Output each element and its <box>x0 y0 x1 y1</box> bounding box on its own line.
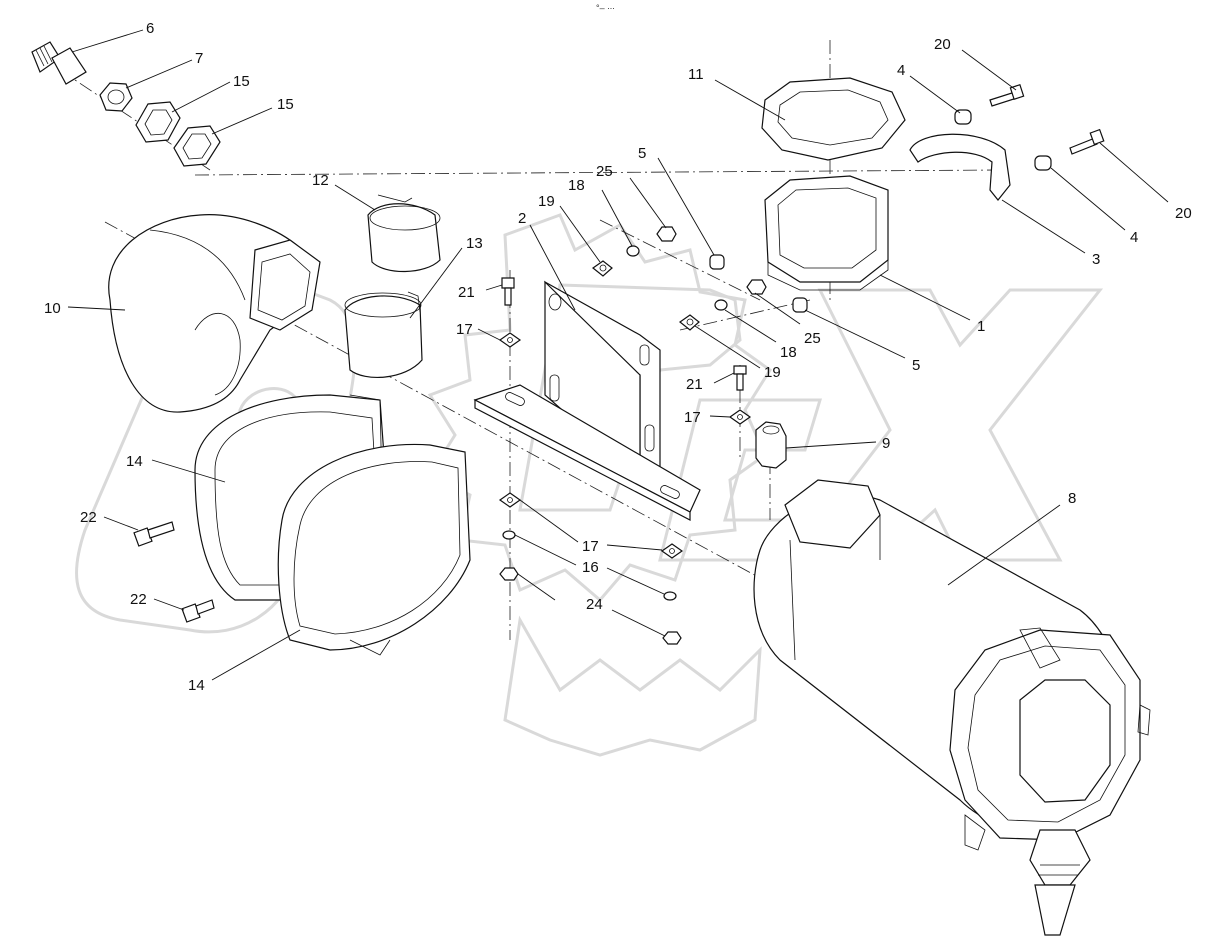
part-24-nut-a <box>499 567 519 581</box>
part-1-filter-adapter <box>764 175 889 291</box>
callout-25: 25 <box>804 330 821 347</box>
part-21-bolt-b <box>733 365 747 391</box>
callout-19: 19 <box>538 193 555 210</box>
part-5-spacer-a <box>709 254 725 270</box>
part-6-hose-fitting <box>31 41 87 85</box>
part-22-screw-a <box>133 521 175 547</box>
part-21-bolt-a <box>501 277 515 306</box>
callout-20: 20 <box>934 36 951 53</box>
part-17-washer-c <box>498 492 522 508</box>
part-16-lockwasher-a <box>502 530 516 540</box>
callout-20: 20 <box>1175 205 1192 222</box>
part-17-washer-b <box>728 409 752 425</box>
callout-3: 3 <box>1092 251 1100 268</box>
callout-21: 21 <box>458 284 475 301</box>
part-25-nut-b <box>746 279 767 295</box>
part-13-hose-clamp <box>344 291 423 379</box>
part-17-washer-a <box>498 332 522 348</box>
part-20-bolt-b <box>1069 128 1105 155</box>
part-3-clamp-strap <box>909 133 1011 201</box>
leader-lines <box>67 29 1169 681</box>
part-20-bolt-a <box>989 83 1025 107</box>
callout-10: 10 <box>44 300 61 317</box>
part-22-screw-b <box>181 599 215 623</box>
callout-5: 5 <box>912 357 920 374</box>
callout-13: 13 <box>466 235 483 252</box>
part-15-gasket-a <box>135 101 181 143</box>
callout-14: 14 <box>126 453 143 470</box>
callout-7: 7 <box>195 50 203 67</box>
callout-12: 12 <box>312 172 329 189</box>
part-8-air-filter-housing <box>753 479 1151 936</box>
part-18-lockwasher-a <box>626 245 640 257</box>
part-5-spacer-b <box>792 297 808 313</box>
callout-22: 22 <box>130 591 147 608</box>
callout-17: 17 <box>456 321 473 338</box>
callout-18: 18 <box>568 177 585 194</box>
callout-labels: 6 7 15 15 11 4 20 20 4 3 1 5 5 25 25 18 … <box>44 20 1192 694</box>
part-9-restriction-indicator <box>755 421 787 469</box>
header-marker: °– ∙∙∙ <box>596 3 615 13</box>
part-19-washer-b <box>678 314 700 331</box>
callout-24: 24 <box>586 596 603 613</box>
callout-5: 5 <box>638 145 646 162</box>
part-18-lockwasher-b <box>714 299 728 311</box>
callout-17: 17 <box>582 538 599 555</box>
part-15-gasket-b <box>173 125 221 167</box>
part-24-nut-b <box>662 631 682 645</box>
callout-15: 15 <box>277 96 294 113</box>
watermark-text: OPEX <box>990 929 993 931</box>
part-16-lockwasher-b <box>663 591 677 601</box>
part-2-mounting-bracket <box>473 280 701 521</box>
callout-21: 21 <box>686 376 703 393</box>
callout-8: 8 <box>1068 490 1076 507</box>
part-7-hex-nut <box>99 82 133 112</box>
callout-16: 16 <box>582 559 599 576</box>
callout-9: 9 <box>882 435 890 452</box>
callout-22: 22 <box>80 509 97 526</box>
callout-4: 4 <box>1130 229 1138 246</box>
part-11-retaining-ring <box>761 77 906 161</box>
callout-6: 6 <box>146 20 154 37</box>
callout-1: 1 <box>977 318 985 335</box>
callout-2: 2 <box>518 210 526 227</box>
callout-15: 15 <box>233 73 250 90</box>
part-4-spacer-a <box>954 109 972 125</box>
callout-11: 11 <box>688 66 704 83</box>
part-14-mounting-band-b <box>277 443 471 656</box>
part-12-hose-clamp <box>367 194 441 273</box>
callout-14: 14 <box>188 677 205 694</box>
callout-4: 4 <box>897 62 905 79</box>
callout-25: 25 <box>596 163 613 180</box>
part-4-spacer-b <box>1034 155 1052 171</box>
part-25-nut-a <box>656 226 677 242</box>
callout-17: 17 <box>684 409 701 426</box>
part-10-intake-elbow <box>108 214 321 413</box>
part-17-washer-d <box>660 543 684 559</box>
callout-19: 19 <box>764 364 781 381</box>
part-19-washer-a <box>591 260 613 277</box>
callout-18: 18 <box>780 344 797 361</box>
